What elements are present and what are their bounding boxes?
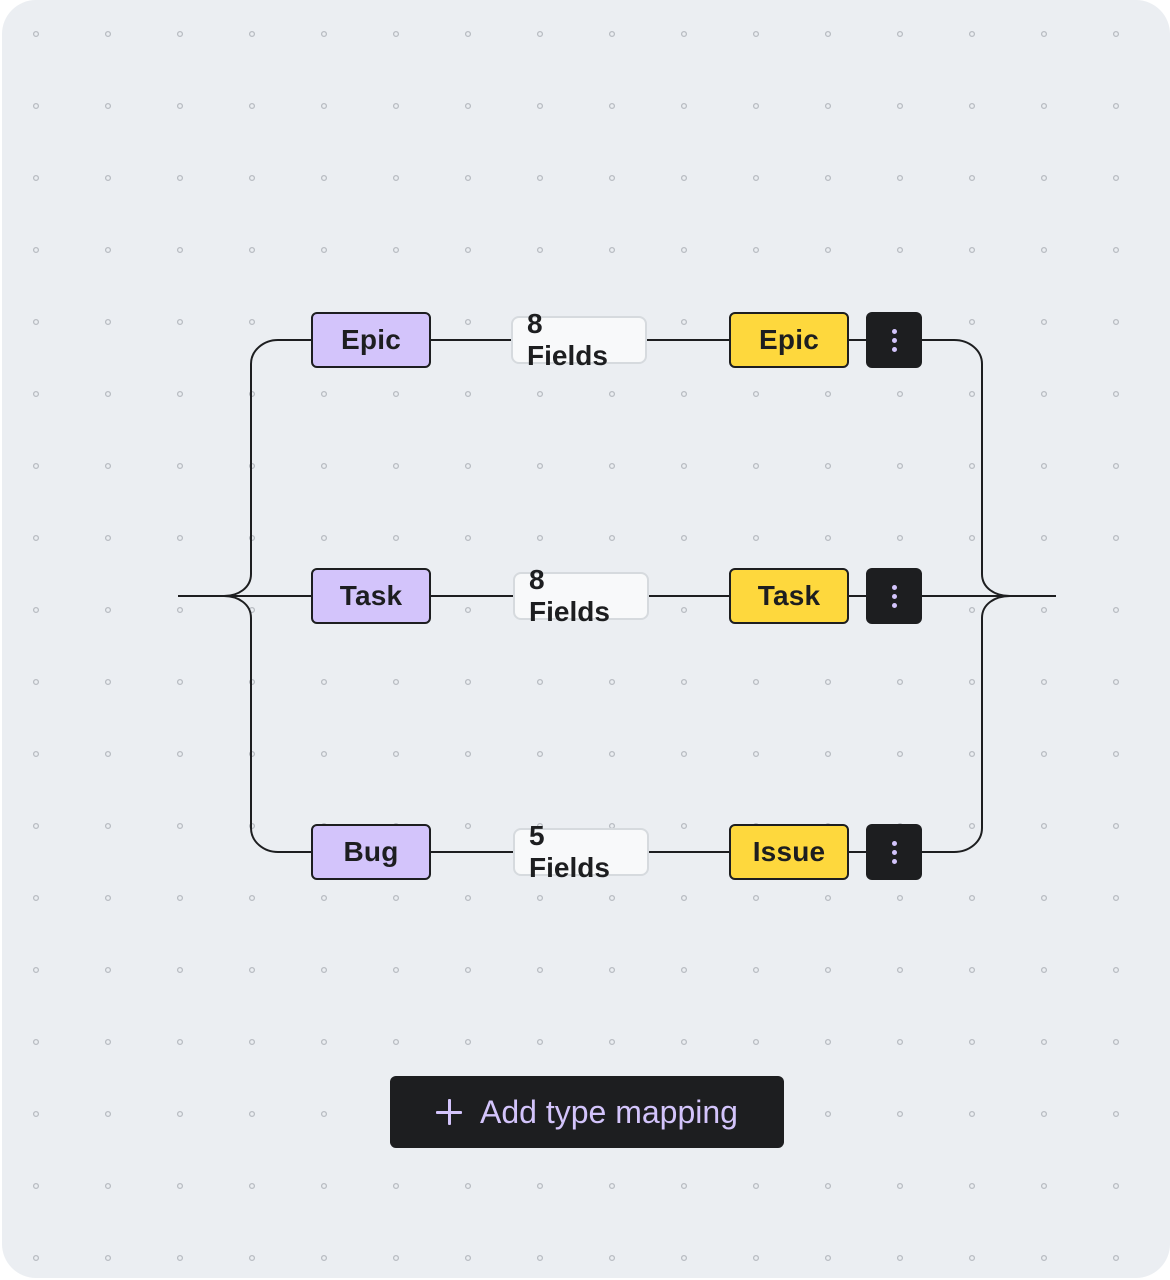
- plus-icon: [436, 1099, 463, 1125]
- add-type-mapping-label: Add type mapping: [480, 1093, 738, 1130]
- more-vertical-icon: [891, 328, 897, 352]
- row-menu-button[interactable]: [866, 312, 922, 368]
- right-brace-line: [922, 339, 1056, 597]
- row-menu-button[interactable]: [866, 568, 922, 624]
- target-type-chip[interactable]: Issue: [729, 824, 849, 880]
- right-brace-line: [922, 595, 1011, 853]
- left-brace-line: [178, 339, 311, 597]
- field-count-badge[interactable]: 8 Fields: [511, 308, 647, 371]
- left-brace-line: [223, 595, 311, 853]
- add-type-mapping-button[interactable]: Add type mapping: [390, 1076, 784, 1148]
- mapping-row-epic: Epic 8 Fields Epic: [2, 308, 1170, 371]
- source-type-chip[interactable]: Bug: [311, 824, 431, 880]
- row-menu-button[interactable]: [866, 824, 922, 880]
- field-count-label: 5 Fields: [529, 820, 610, 883]
- source-type-chip[interactable]: Task: [311, 568, 431, 624]
- field-count-label: 8 Fields: [527, 308, 608, 371]
- target-type-label: Epic: [759, 324, 819, 355]
- source-type-label: Bug: [343, 836, 399, 867]
- target-type-label: Task: [757, 580, 821, 611]
- field-count-label: 8 Fields: [529, 564, 610, 627]
- source-type-label: Task: [339, 580, 403, 611]
- target-type-chip[interactable]: Task: [729, 568, 849, 624]
- source-type-label: Epic: [341, 324, 401, 355]
- mapping-row-bug: Bug 5 Fields Issue: [2, 820, 1170, 883]
- target-type-chip[interactable]: Epic: [729, 312, 849, 368]
- target-type-label: Issue: [752, 836, 826, 867]
- more-vertical-icon: [891, 840, 897, 864]
- field-count-badge[interactable]: 8 Fields: [513, 564, 649, 627]
- mapping-row-task: Task 8 Fields Task: [2, 564, 1170, 627]
- more-vertical-icon: [891, 584, 897, 608]
- field-count-badge[interactable]: 5 Fields: [513, 820, 649, 883]
- source-type-chip[interactable]: Epic: [311, 312, 431, 368]
